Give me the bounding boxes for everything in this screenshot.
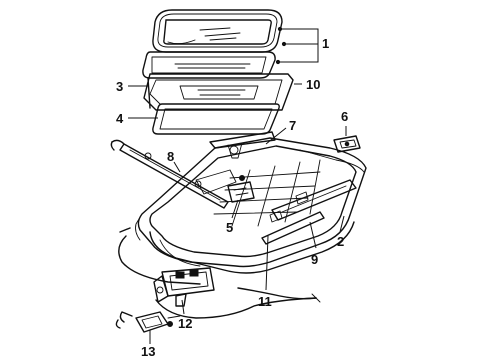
callout-4: 4 [116, 111, 124, 126]
glass-frame-lower [142, 51, 276, 79]
callout-1: 1 [322, 36, 329, 51]
callout-11: 11 [258, 294, 272, 309]
mounting-clip [333, 135, 361, 153]
callout-3: 3 [116, 79, 123, 94]
callout-9: 9 [311, 252, 318, 267]
drive-motor [153, 267, 215, 307]
sunshade-frame [147, 77, 151, 109]
callout-12: 12 [178, 316, 192, 331]
sunroof-housing [135, 137, 367, 274]
leader-lines [128, 26, 347, 344]
control-switch [115, 311, 181, 333]
callout-2: 2 [337, 234, 344, 249]
glass-frame [143, 73, 294, 111]
callout-5: 5 [226, 220, 233, 235]
frame-gasket [152, 103, 280, 135]
callout-6: 6 [341, 109, 348, 124]
glass-panel [163, 19, 272, 45]
guide-rail-right [261, 179, 357, 245]
callout-10: 10 [306, 77, 320, 92]
glass-panel-seal [152, 9, 283, 53]
drain-hose [118, 227, 321, 319]
drain-channel [209, 131, 276, 159]
callout-7: 7 [289, 118, 296, 133]
callout-8: 8 [167, 149, 174, 164]
drive-bracket [227, 175, 255, 203]
callout-13: 13 [141, 344, 155, 359]
